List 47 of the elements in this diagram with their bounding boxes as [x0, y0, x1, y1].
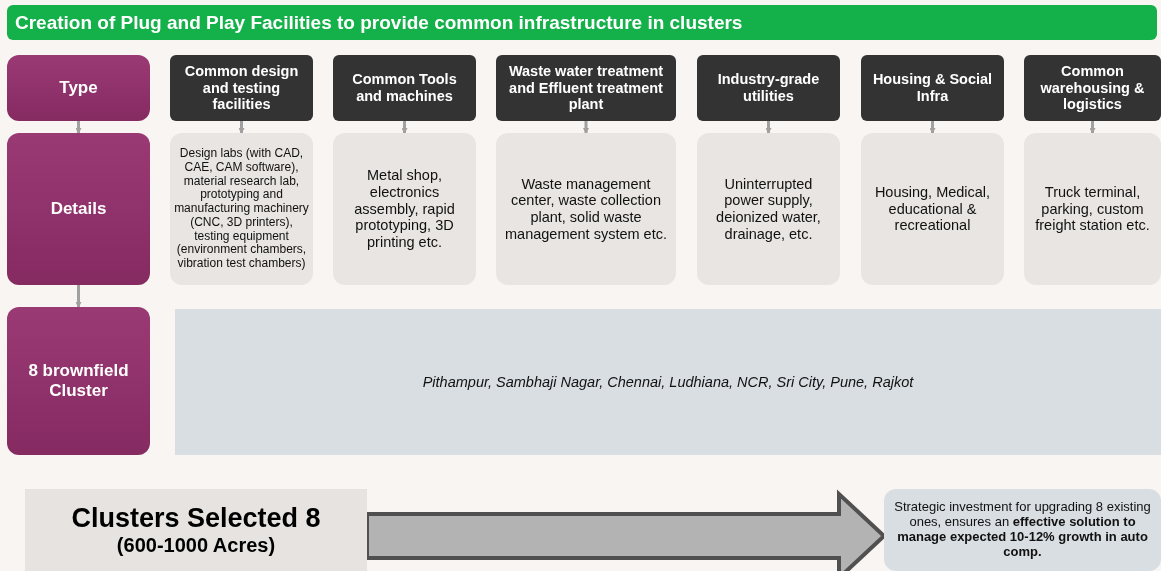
box-subtext: (600-1000 Acres): [116, 534, 276, 557]
box-text: 8 brownfield Cluster: [27, 361, 130, 401]
arrow: [75, 285, 82, 308]
box-text: Housing & Social Infra: [871, 71, 994, 105]
box-text: Waste water treatment and Effluent treatment plant: [507, 63, 665, 113]
title-banner: Creation of Plug and Play Facilities to provide common infrastructure in clusters: [7, 5, 1157, 40]
details-box: [170, 133, 313, 285]
box-text: Clusters Selected 8: [71, 502, 321, 534]
category-box: [861, 55, 1004, 121]
details-box: [1024, 133, 1161, 285]
arrow: [238, 121, 245, 134]
details-box: [333, 133, 476, 285]
arrow: [1089, 121, 1096, 134]
note-box: [884, 489, 1161, 571]
arrow: [929, 121, 936, 134]
box-text: Uninterrupted power supply, deionized water, drainage, etc.: [715, 175, 822, 243]
category-box: [1024, 55, 1161, 121]
box-text: Industry-grade utilities: [716, 71, 821, 105]
cities-panel: [175, 309, 1161, 455]
summary-box: [25, 489, 367, 571]
details-box: [861, 133, 1004, 285]
box-text: Metal shop, electronics assembly, rapid prototyping, 3D printing etc.: [353, 167, 456, 251]
category-box: [170, 55, 313, 121]
box-text: Pithampur, Sambhaji Nagar, Chennai, Ludhiana, NCR, Sri City, Pune, Rajkot: [422, 373, 914, 391]
box-text: Details: [50, 199, 107, 219]
box-text: Waste management center, waste collection plant, solid waste management system etc.: [504, 175, 668, 243]
arrow: [401, 121, 408, 134]
box-text: Common Tools and machines: [351, 71, 458, 105]
box-text: Design labs (with CAD, CAE, CAM software), material research lab, prototyping and manufacturing machinery (CNC, 3D printers), testing equipment (environment chambers, vibration test chambers): [174, 146, 309, 272]
row-header-box: [7, 133, 150, 285]
box-text: Type: [59, 78, 98, 98]
box-text: Strategic investment for upgrading 8 existing ones, ensures an effective solution to manage expected 10-12% growth in auto comp.: [893, 500, 1152, 560]
category-box: [496, 55, 676, 121]
box-text: Common warehousing & logistics: [1039, 63, 1146, 113]
arrow: [765, 121, 772, 134]
row-header-box: [7, 55, 150, 121]
box-text: Truck terminal, parking, custom freight station etc.: [1034, 184, 1151, 234]
category-box: [697, 55, 840, 121]
arrow: [75, 121, 82, 134]
details-box: [496, 133, 676, 285]
row-header-box: [7, 307, 150, 455]
block-arrow: [365, 489, 887, 571]
category-box: [333, 55, 476, 121]
box-text: Housing, Medical, educational & recreational: [873, 184, 992, 234]
box-text: Common design and testing facilities: [183, 63, 300, 113]
arrow: [583, 121, 589, 134]
details-box: [697, 133, 840, 285]
